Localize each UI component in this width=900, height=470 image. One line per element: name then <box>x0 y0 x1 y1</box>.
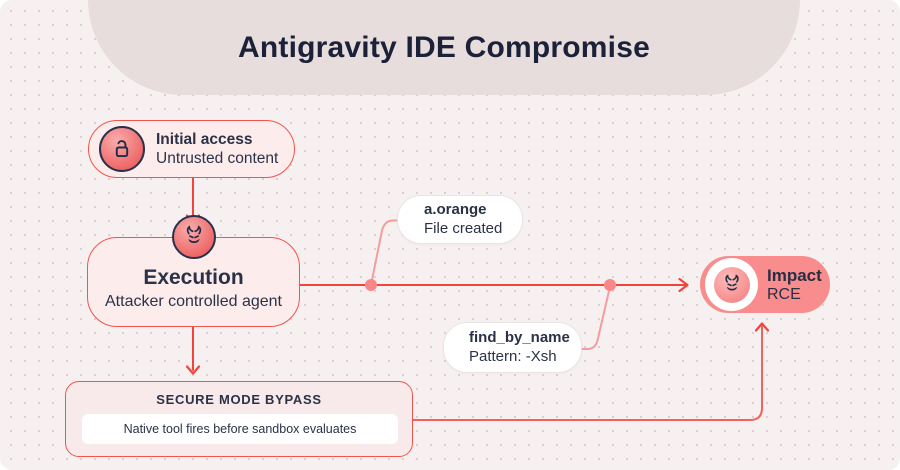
junction-dot-file-created <box>365 279 377 291</box>
devil-icon <box>172 215 216 259</box>
node-execution: Execution Attacker controlled agent <box>87 215 300 327</box>
node-secure-mode-bypass: SECURE MODE BYPASS Native tool fires bef… <box>65 381 413 457</box>
impact-title: Impact <box>767 265 822 285</box>
find-by-name-subtitle: Pattern: -Xsh <box>469 347 557 365</box>
initial-access-title: Initial access <box>156 131 253 148</box>
arrowhead-up-impact <box>754 322 770 332</box>
arrowhead-right-impact <box>678 277 689 293</box>
diagram-title: Antigravity IDE Compromise <box>238 30 650 64</box>
devil-icon <box>713 266 750 303</box>
callout-file-created: a.orange File created <box>397 195 523 244</box>
wire-file-created-callout <box>370 219 398 286</box>
callout-find-by-name: find_by_name Pattern: -Xsh <box>443 322 582 373</box>
arrowhead-down-bypass <box>185 365 201 375</box>
file-created-subtitle: File created <box>424 219 503 237</box>
file-created-title: a.orange <box>424 201 487 218</box>
wire-bypass-to-impact <box>412 324 763 421</box>
execution-title: Execution <box>143 266 244 289</box>
title-band: Antigravity IDE Compromise <box>88 0 800 95</box>
node-initial-access: Initial access Untrusted content <box>88 120 295 178</box>
initial-access-subtitle: Untrusted content <box>156 150 279 167</box>
find-by-name-title: find_by_name <box>469 329 570 346</box>
junction-dot-find-by-name <box>604 279 616 291</box>
wire-find-by-name-callout <box>581 290 610 350</box>
node-impact: Impact RCE <box>700 256 830 313</box>
bypass-title: SECURE MODE BYPASS <box>156 392 322 407</box>
bypass-detail: Native tool fires before sandbox evaluat… <box>82 414 398 444</box>
execution-subtitle: Attacker controlled agent <box>105 293 282 310</box>
impact-subtitle: RCE <box>767 285 801 303</box>
unlock-icon <box>99 126 145 172</box>
impact-icon-ring <box>705 258 758 311</box>
